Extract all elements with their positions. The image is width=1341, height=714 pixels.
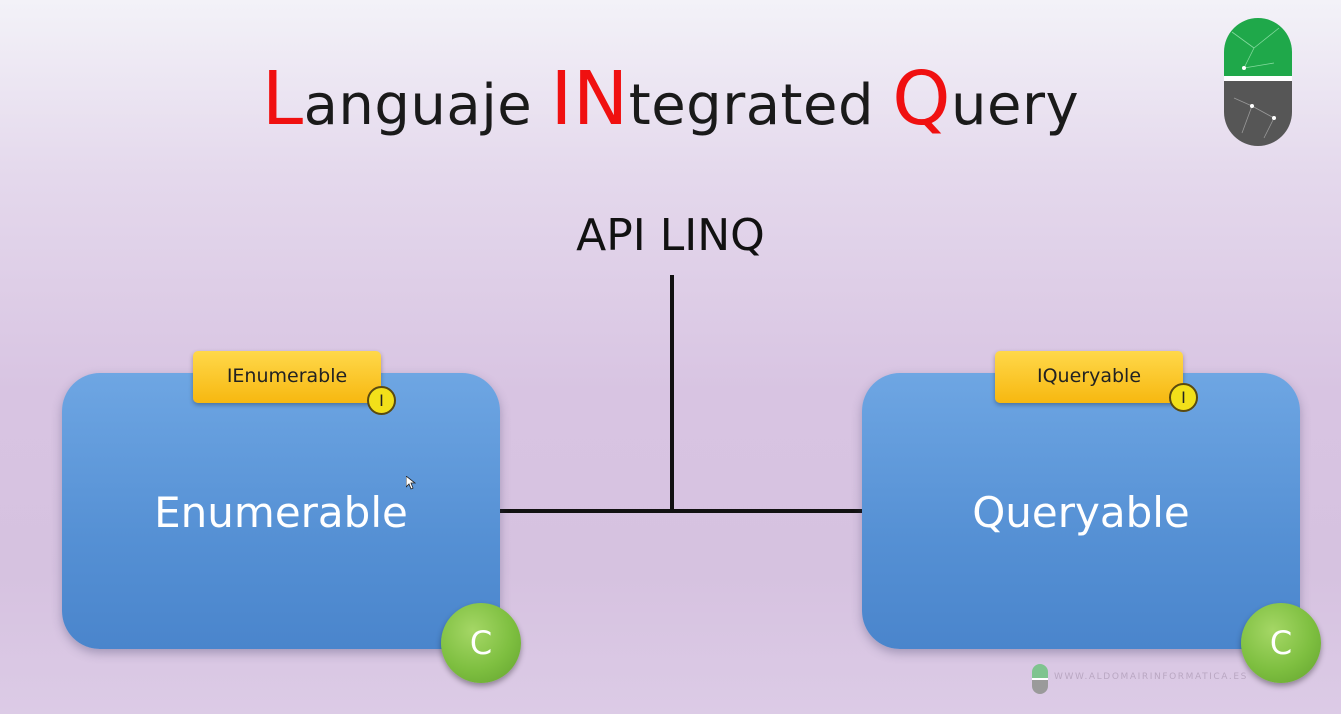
interface-badge-icon: I — [367, 386, 396, 415]
title-letter-q: Q — [892, 56, 952, 142]
vertical-connector — [670, 275, 674, 513]
api-linq-label: API LINQ — [576, 210, 765, 261]
ienumerable-label: IEnumerable — [226, 365, 348, 387]
ienumerable-interface-tag: IEnumerable — [193, 351, 381, 403]
iqueryable-label: IQueryable — [1036, 365, 1142, 387]
class-badge-icon: C — [1241, 603, 1321, 683]
watermark-logo-icon — [1032, 664, 1048, 694]
title-part-anguaje: anguaje — [303, 73, 551, 138]
watermark: WWW.ALDOMAIRINFORMATICA.ES — [1032, 664, 1282, 694]
watermark-text: WWW.ALDOMAIRINFORMATICA.ES — [1054, 672, 1248, 682]
class-badge-icon: C — [441, 603, 521, 683]
title-part-uery: uery — [951, 73, 1080, 138]
capsule-logo-icon — [1224, 18, 1292, 146]
slide-title: Languaje INtegrated Query — [0, 56, 1341, 142]
title-part-tegrated: tegrated — [628, 73, 893, 138]
queryable-label: Queryable — [972, 488, 1190, 537]
enumerable-class-box: Enumerable — [62, 373, 500, 649]
iqueryable-interface-tag: IQueryable — [995, 351, 1183, 403]
interface-badge-icon: I — [1169, 383, 1198, 412]
mouse-cursor-icon — [406, 476, 416, 490]
queryable-class-box: Queryable — [862, 373, 1300, 649]
title-letters-in: IN — [550, 56, 629, 142]
title-letter-l: L — [261, 56, 304, 142]
horizontal-connector — [498, 509, 866, 513]
enumerable-label: Enumerable — [154, 488, 408, 537]
